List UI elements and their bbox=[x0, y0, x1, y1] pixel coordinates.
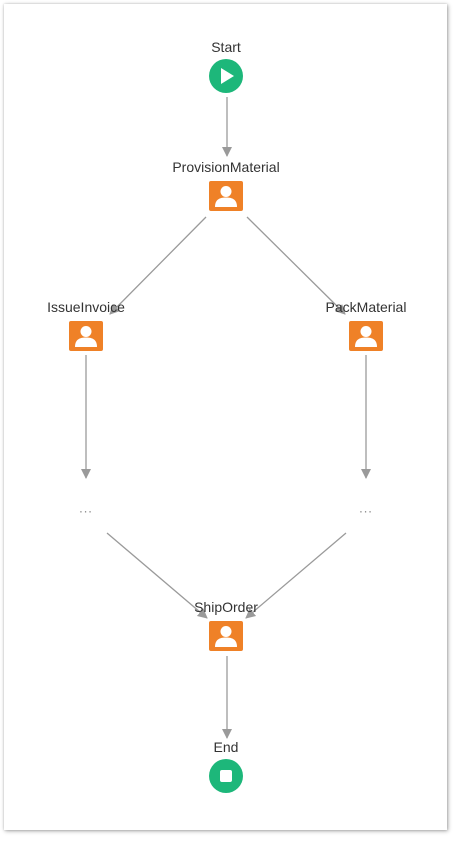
edge-provision-to-pack-material[interactable] bbox=[246, 216, 346, 315]
edge-provision-to-issue-invoice[interactable] bbox=[109, 216, 207, 315]
ship-order-label: ShipOrder bbox=[194, 599, 258, 615]
issue-invoice-label: IssueInvoice bbox=[47, 299, 125, 315]
end-label: End bbox=[213, 739, 239, 755]
ship-order-task[interactable] bbox=[209, 621, 243, 651]
user-icon bbox=[215, 626, 237, 647]
issue-invoice-task[interactable] bbox=[69, 321, 103, 351]
pack-material-label: PackMaterial bbox=[325, 299, 407, 315]
edge-left-ellipsis-to-ship-order[interactable] bbox=[106, 532, 208, 619]
process-diagram-canvas bbox=[4, 4, 447, 830]
start-event[interactable] bbox=[209, 59, 243, 93]
play-icon bbox=[221, 68, 234, 84]
user-icon bbox=[75, 326, 97, 347]
end-event[interactable] bbox=[209, 759, 243, 793]
edge-right-ellipsis-to-ship-order[interactable] bbox=[245, 532, 347, 619]
ellipsis-right[interactable]: ... bbox=[359, 500, 373, 516]
user-icon bbox=[355, 326, 377, 347]
pack-material-task[interactable] bbox=[349, 321, 383, 351]
user-icon bbox=[215, 186, 237, 207]
start-label: Start bbox=[211, 39, 241, 55]
ellipsis-left[interactable]: ... bbox=[79, 500, 93, 516]
stop-icon bbox=[220, 770, 232, 782]
provision-material-label: ProvisionMaterial bbox=[172, 159, 280, 175]
provision-material-task[interactable] bbox=[209, 181, 243, 211]
